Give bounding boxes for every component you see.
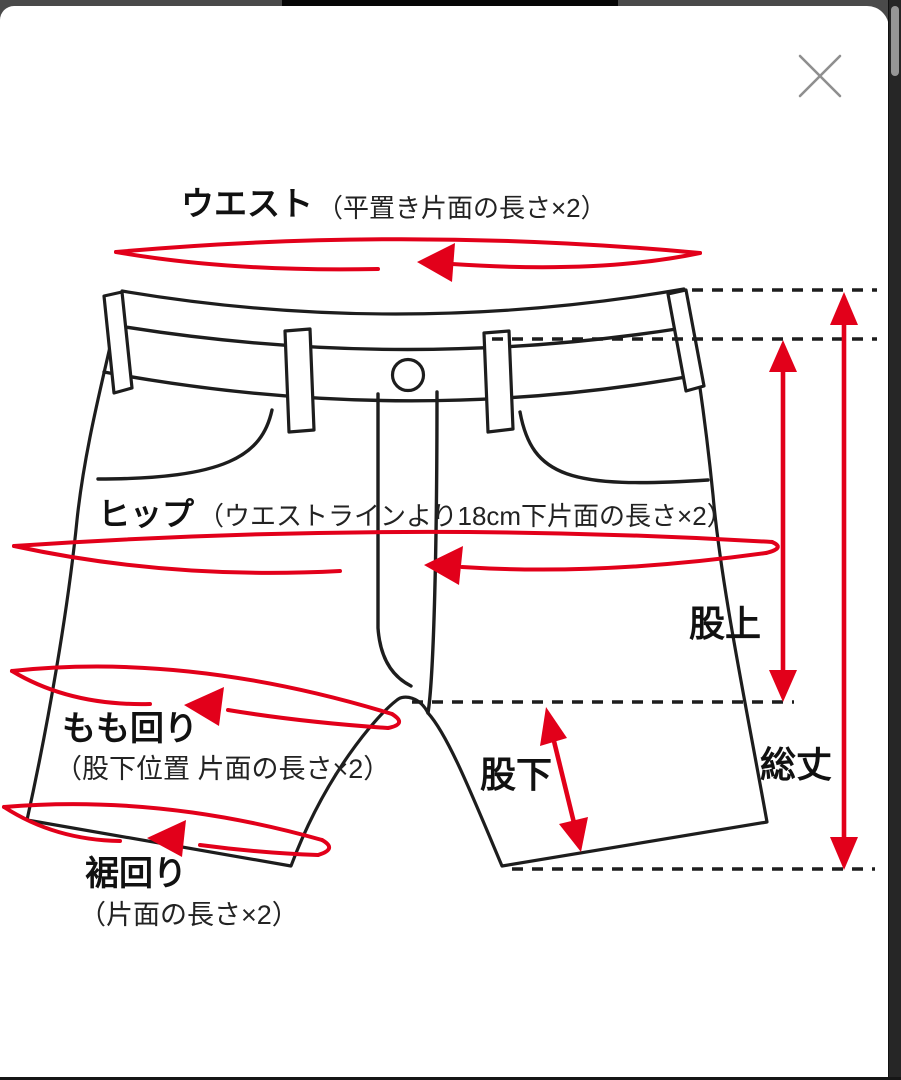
inseam-label: 股下: [480, 754, 553, 795]
rise-label: 股上: [689, 603, 762, 644]
bottom-bar: [0, 1077, 901, 1080]
thigh-label: もも回り: [62, 710, 198, 748]
waist-note: （平置き片面の長さ×2）: [317, 193, 607, 223]
waist-label: ウエスト: [181, 185, 313, 222]
close-button[interactable]: [788, 44, 852, 108]
total-length-label: 総丈: [760, 744, 833, 785]
hip-label: ヒップ: [98, 496, 195, 532]
thigh-note: （股下位置 片面の長さ×2）: [55, 754, 391, 784]
hem-label: 裾回り: [85, 855, 187, 893]
scrollbar-thumb[interactable]: [891, 6, 899, 76]
scrollbar-track[interactable]: [888, 0, 901, 1080]
hem-note: （片面の長さ×2）: [79, 900, 299, 930]
hip-note: （ウエストラインより18cm下片面の長さ×2）: [198, 501, 733, 531]
close-icon: [798, 54, 842, 98]
top-bar: [0, 0, 901, 6]
top-bar-dark-segment: [282, 0, 618, 6]
